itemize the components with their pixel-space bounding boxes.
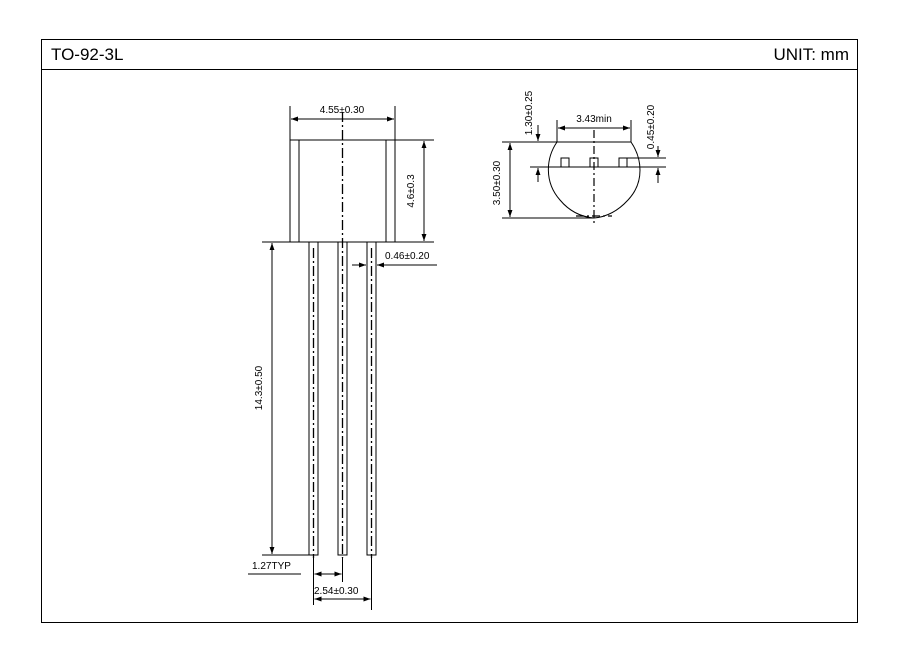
lead-stub-right <box>618 157 628 168</box>
label-total-depth: 3.50±0.30 <box>492 160 503 205</box>
drawing-frame: TO-92-3L UNIT: mm <box>41 39 858 623</box>
label-height-top: 1.30±0.25 <box>524 90 535 135</box>
label-body-height: 4.6±0.3 <box>406 174 417 208</box>
lead-stub-left <box>560 157 570 168</box>
label-lead-width: 0.46±0.20 <box>385 251 430 262</box>
title-bar: TO-92-3L UNIT: mm <box>42 40 857 70</box>
label-lead-protrusion: 0.45±0.20 <box>646 104 657 149</box>
label-pitch-typ: 1.27TYP <box>252 561 291 572</box>
label-lead-length: 14.3±0.50 <box>254 365 265 410</box>
unit-label: UNIT: mm <box>773 45 849 64</box>
bottom-view <box>502 120 666 224</box>
label-flat-width: 3.43min <box>576 114 612 125</box>
label-lead-span: 2.54±0.30 <box>314 586 359 597</box>
label-body-width: 4.55±0.30 <box>320 105 365 116</box>
front-view <box>248 106 437 610</box>
package-name: TO-92-3L <box>51 45 124 64</box>
